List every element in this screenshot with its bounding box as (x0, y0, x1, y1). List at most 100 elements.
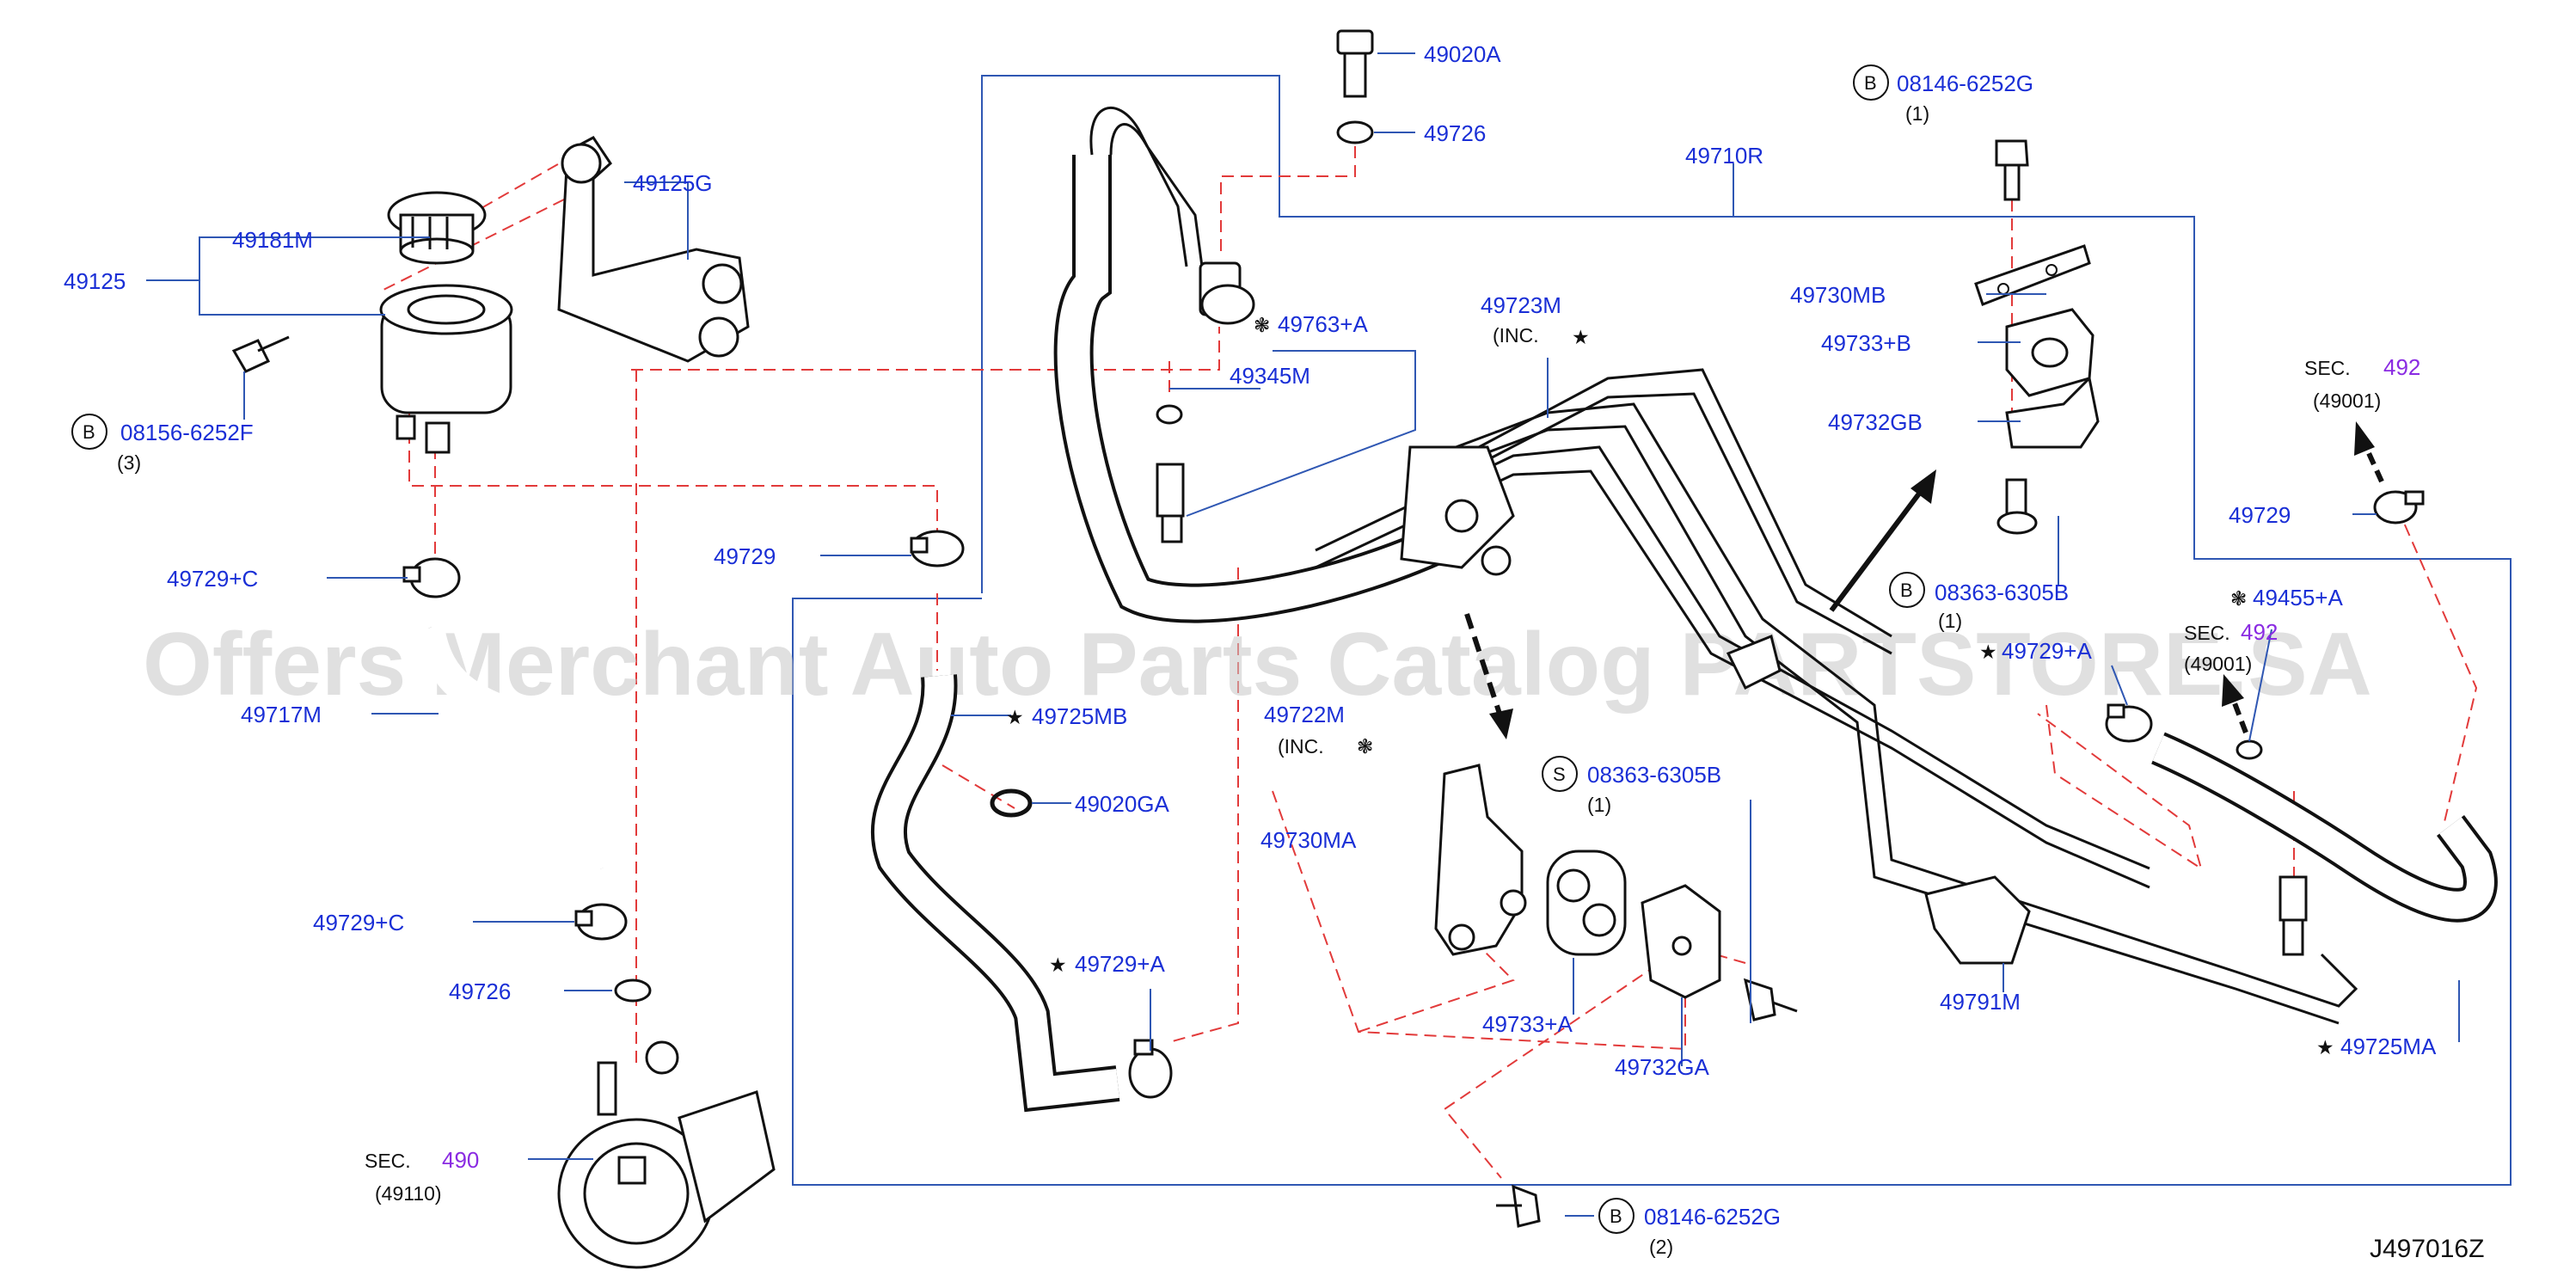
oring-49455a (2236, 739, 2263, 760)
label-49732gb: 49732GB (1828, 409, 1923, 435)
bolt-08146-top (1995, 139, 2029, 201)
label-sec-left-num: 490 (442, 1147, 479, 1173)
hose-49717m (415, 624, 616, 870)
bracket-49732ga (1641, 884, 1721, 999)
label-49717m: 49717M (241, 702, 322, 727)
b-marker-left: B (83, 421, 95, 443)
hose-clamp-49729c-top (402, 557, 461, 598)
fitting-49763a (1199, 261, 1255, 325)
label-49020ga: 49020GA (1075, 791, 1170, 817)
clamp-49729a-right (2105, 703, 2153, 743)
bracket-49732gb (2005, 375, 2100, 449)
clamp-49733a (1546, 850, 1627, 956)
return-hose-49725ma (2151, 732, 2498, 923)
bolt-08363-s (1743, 978, 1798, 1021)
label-49181m: 49181M (232, 227, 313, 253)
label-qty-1-s: (1) (1587, 794, 1611, 816)
clamp-49733b (2005, 308, 2095, 397)
star-marker-49725mb: ★ (1006, 706, 1024, 728)
label-qty-3: (3) (117, 451, 141, 474)
washer-49726-left (614, 978, 652, 1003)
label-49730mb: 49730MB (1790, 282, 1886, 308)
star-marker-49725ma: ★ (2316, 1036, 2334, 1058)
label-49725mb: 49725MB (1032, 703, 1127, 729)
star-marker-49729a: ★ (1049, 954, 1067, 976)
clip-49791m (1924, 875, 2031, 965)
suction-hose-center (871, 674, 1120, 1113)
label-sec-left-sub: (49110) (375, 1182, 442, 1205)
star-marker-49729a-right: ★ (1979, 641, 1997, 663)
clamp-bracket-49730ma (1434, 764, 1527, 956)
pressure-hose-49725mb (1053, 106, 1471, 623)
label-sec-right-mid-num: 492 (2241, 619, 2278, 645)
label-sec-right-top: SEC. (2304, 357, 2351, 379)
flower-marker-49455a: ❃ (2230, 587, 2247, 610)
tube-junction-block (1400, 445, 1515, 576)
label-49726-top: 49726 (1424, 120, 1486, 146)
circle-markers: B B B S B (71, 64, 1925, 1234)
label-49729-center: 49729 (714, 543, 776, 569)
label-49729a: 49729+A (1075, 951, 1165, 977)
hose-clamp-49729c-bottom (574, 903, 628, 941)
label-49722m: 49722M (1264, 702, 1345, 727)
label-sec-right-mid-sub: (49001) (2184, 653, 2252, 675)
flower-marker-49722m: ❃ (1357, 735, 1373, 758)
flower-marker-49763a: ❃ (1254, 314, 1270, 336)
tube-assembly-49722m (1315, 368, 2358, 1025)
reservoir-tank (379, 284, 513, 454)
reservoir-cap (387, 191, 487, 265)
bolt-08146-bottom (1496, 1184, 1541, 1228)
label-49791m: 49791M (1940, 989, 2021, 1015)
s-marker: S (1553, 764, 1566, 785)
label-49710r: 49710R (1685, 143, 1763, 169)
plate-49730mb (1974, 244, 2091, 306)
clamp-49729-right (2373, 490, 2425, 525)
leader-lines (146, 52, 2460, 1217)
direction-arrows (1464, 421, 2384, 739)
label-inc-49722m: (INC. (1278, 735, 1324, 758)
label-49733b: 49733+B (1821, 330, 1911, 356)
label-08363-6305b-top: 08363-6305B (1935, 580, 2069, 605)
clamp-49729-center (910, 530, 965, 567)
label-08146-6252g-bottom: 08146-6252G (1644, 1204, 1781, 1230)
label-49725ma: 49725MA (2340, 1034, 2437, 1059)
diagram-code: J497016Z (2370, 1235, 2484, 1263)
label-sec-right-top-num: 492 (2383, 354, 2420, 380)
oring-49345m (1156, 404, 1183, 425)
power-steering-pump (557, 1040, 776, 1269)
bolt-08363-b (1996, 478, 2038, 535)
reservoir-bracket (557, 136, 750, 363)
bolt-08156 (231, 335, 290, 373)
label-qty-2-bottom: (2) (1649, 1236, 1673, 1258)
label-49729c-bottom: 49729+C (313, 910, 404, 936)
label-49020a: 49020A (1424, 41, 1501, 67)
label-49729c-top: 49729+C (167, 566, 258, 592)
label-49455a: 49455+A (2253, 585, 2343, 610)
b-marker-mid: B (1900, 580, 1913, 601)
label-08156-6252f: 08156-6252F (120, 420, 254, 445)
label-49723m: 49723M (1481, 292, 1561, 318)
label-qty-1-top: (1) (1905, 102, 1929, 125)
bolt-49020a (1336, 29, 1374, 98)
label-08363-6305b-s: 08363-6305B (1587, 762, 1721, 788)
label-49763a: 49763+A (1278, 311, 1368, 337)
star-marker-49723m: ★ (1572, 326, 1590, 348)
label-49729-right: 49729 (2229, 502, 2291, 528)
part-labels: 49125 49181M 49125G 08156-6252F (3) 4972… (64, 41, 2484, 1263)
b-marker-bottom: B (1610, 1205, 1622, 1227)
b-marker-top: B (1864, 72, 1877, 94)
label-49125g: 49125G (633, 170, 713, 196)
label-qty-1-mid: (1) (1938, 610, 1962, 632)
label-49732ga: 49732GA (1615, 1054, 1710, 1080)
union-fitting (1156, 463, 1185, 543)
watermark-text: Offers Merchant Auto Parts Catalog PARTS… (143, 615, 2372, 715)
label-49730ma: 49730MA (1260, 827, 1357, 853)
label-inc-49723m: (INC. (1493, 324, 1539, 347)
label-49729a-right: 49729+A (2002, 638, 2092, 664)
group-frame (792, 75, 2512, 1186)
label-49345m: 49345M (1230, 363, 1310, 389)
oring-49020ga (990, 788, 1033, 818)
label-49125: 49125 (64, 268, 126, 294)
union-49455a (2279, 875, 2308, 956)
